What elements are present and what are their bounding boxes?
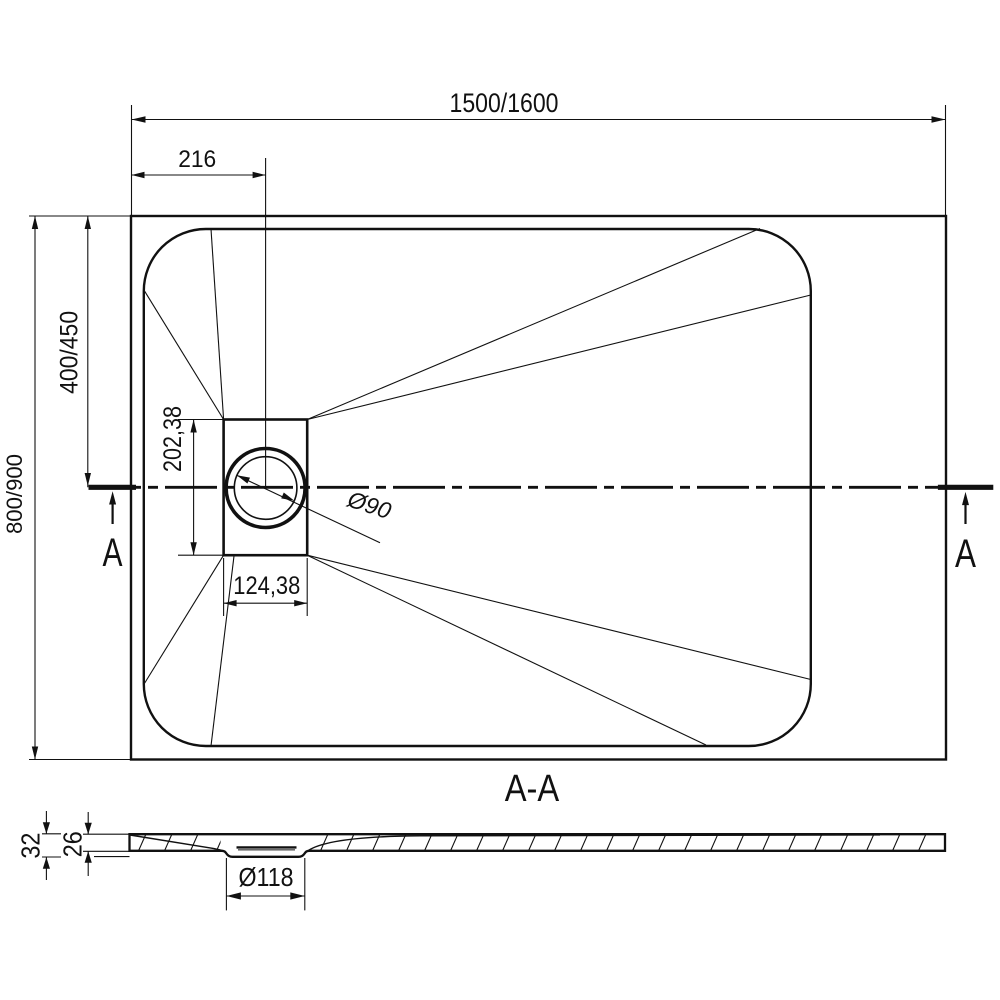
- svg-text:A-A: A-A: [505, 768, 560, 810]
- svg-text:1500/1600: 1500/1600: [450, 88, 559, 118]
- svg-text:32: 32: [16, 833, 46, 859]
- svg-text:400/450: 400/450: [56, 311, 84, 394]
- svg-text:216: 216: [178, 146, 216, 173]
- svg-text:A: A: [955, 532, 976, 576]
- svg-text:26: 26: [58, 831, 88, 857]
- svg-text:202,38: 202,38: [159, 406, 187, 472]
- svg-text:800/900: 800/900: [2, 454, 27, 534]
- svg-text:A: A: [103, 531, 123, 575]
- svg-text:124,38: 124,38: [233, 572, 300, 600]
- svg-text:Ø90: Ø90: [344, 485, 395, 524]
- svg-text:Ø118: Ø118: [239, 862, 294, 892]
